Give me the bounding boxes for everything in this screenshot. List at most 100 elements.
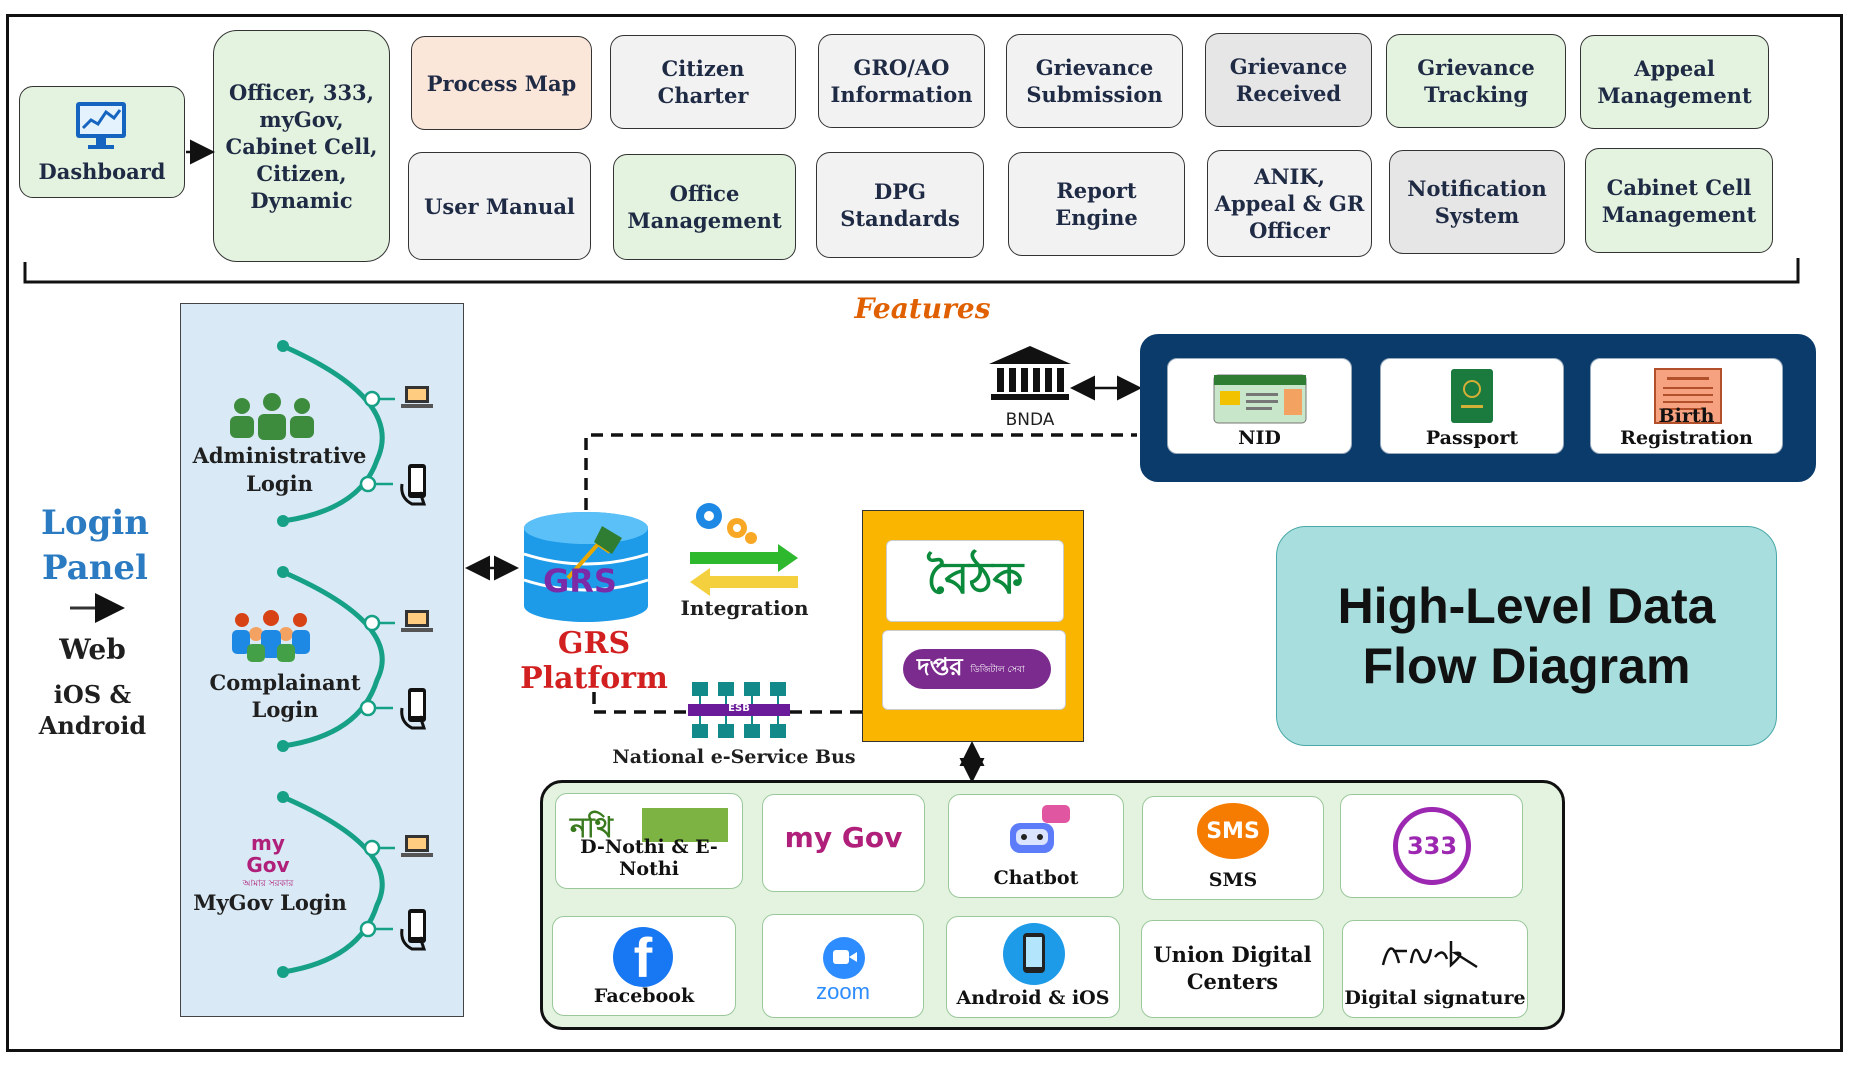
feature-label: GRO/AO Information xyxy=(830,55,973,107)
dnothi-logo: নথি xyxy=(570,806,730,844)
channel-label: Union Digital Centers xyxy=(1153,942,1312,994)
service-label: Birth Registration xyxy=(1620,405,1753,449)
channel-android-ios[interactable]: Android & iOS xyxy=(946,916,1120,1018)
login-panel-title-2: Panel xyxy=(42,548,148,588)
doptor-logo: দপ্তর ডিজিটাল সেবা xyxy=(903,649,1051,689)
channel-digital-signature[interactable]: Digital signature xyxy=(1342,920,1528,1018)
feature-appeal-management[interactable]: Appeal Management xyxy=(1580,35,1769,129)
esb-logo-text: ESB xyxy=(728,703,750,714)
login-panel-ios: iOS & xyxy=(53,680,132,709)
login-panel-web: Web xyxy=(59,633,126,666)
channel-label: Chatbot xyxy=(993,867,1079,889)
grs-platform-label[interactable]: GRS Platform xyxy=(520,626,668,696)
feature-label: Citizen Charter xyxy=(657,56,749,108)
feature-user-manual[interactable]: User Manual xyxy=(408,152,591,260)
gears-icon xyxy=(687,494,761,552)
mygov-login-label[interactable]: MyGov Login xyxy=(193,890,347,915)
complainant-group-icon xyxy=(228,608,314,666)
mygov-logo: my Gov আমার সরকার xyxy=(242,831,294,889)
channel-facebook[interactable]: f Facebook xyxy=(552,916,736,1016)
phone-icon xyxy=(1003,923,1065,985)
mygov-logo: my Gov xyxy=(784,821,903,854)
features-label: Features xyxy=(854,292,991,325)
feature-office-management[interactable]: Office Management xyxy=(613,154,796,260)
channel-label: Android & iOS xyxy=(956,987,1110,1009)
feature-cabinet-cell-management[interactable]: Cabinet Cell Management xyxy=(1585,148,1773,253)
birth-certificate-icon xyxy=(1654,368,1722,424)
phone-hand-icon xyxy=(398,462,434,510)
feature-grievance-received[interactable]: Grievance Received xyxy=(1205,33,1372,127)
login-panel-android: Android xyxy=(38,711,147,740)
diagram-title-box: High-Level Data Flow Diagram xyxy=(1276,526,1777,746)
doptor-card[interactable]: দপ্তর ডিজিটাল সেবা xyxy=(882,630,1066,710)
laptop-icon xyxy=(400,833,434,865)
diagram-title-line2: Flow Diagram xyxy=(1362,638,1691,694)
birth-registration-card[interactable]: Birth Registration xyxy=(1590,358,1783,454)
dashboard-icon xyxy=(74,100,128,152)
integration-arrows-icon xyxy=(686,540,802,600)
feature-notification-system[interactable]: Notification System xyxy=(1389,150,1565,254)
features-bracket xyxy=(23,258,1800,284)
channel-333[interactable]: 333 xyxy=(1340,794,1523,898)
complainant-login-label-1[interactable]: Complainant xyxy=(209,670,361,695)
passport-icon xyxy=(1451,369,1493,423)
grs-bnda-dashed-line xyxy=(584,433,1137,510)
feature-label: Grievance Received xyxy=(1229,54,1348,106)
sms-logo: SMS xyxy=(1197,803,1269,859)
diagram-title-line1: High-Level Data xyxy=(1337,578,1716,634)
feature-grievance-tracking[interactable]: Grievance Tracking xyxy=(1386,34,1566,128)
feature-label: Dashboard xyxy=(38,159,166,184)
feature-citizen-charter[interactable]: Citizen Charter xyxy=(610,35,796,129)
feature-label: ANIK, Appeal & GR Officer xyxy=(1214,164,1365,243)
zoom-logo-text: zoom xyxy=(816,979,870,1004)
diagram-frame xyxy=(6,14,1843,1052)
zoom-icon xyxy=(823,937,865,979)
service-label: NID xyxy=(1238,427,1281,449)
feature-label: Officer, 333, myGov, Cabinet Cell, Citiz… xyxy=(225,79,378,213)
admin-login-label-1[interactable]: Administrative xyxy=(192,443,367,468)
phone-hand-icon xyxy=(398,686,434,734)
complainant-login-label-2[interactable]: Login xyxy=(251,697,319,722)
feature-officer-roles[interactable]: Officer, 333, myGov, Cabinet Cell, Citiz… xyxy=(213,30,390,262)
channel-label: SMS xyxy=(1208,869,1258,891)
feature-report-engine[interactable]: Report Engine xyxy=(1008,152,1185,256)
feature-label: Appeal Management xyxy=(1597,56,1752,108)
channel-zoom[interactable]: zoom xyxy=(762,914,924,1018)
nid-card[interactable]: NID xyxy=(1167,358,1352,454)
feature-label: Cabinet Cell Management xyxy=(1601,174,1757,227)
passport-card[interactable]: Passport xyxy=(1380,358,1564,454)
feature-process-map[interactable]: Process Map xyxy=(411,36,592,130)
laptop-icon xyxy=(400,608,434,640)
arc-mygov xyxy=(282,794,385,975)
admin-login-label-2[interactable]: Login xyxy=(246,471,313,496)
bnda-building-icon xyxy=(987,344,1073,408)
channel-label: D-Nothi & E-Nothi xyxy=(580,836,718,880)
login-panel xyxy=(180,303,464,1017)
baithok-card[interactable]: বৈঠক xyxy=(886,540,1064,622)
bnda-label: BNDA xyxy=(1005,410,1055,430)
feature-label: DPG Standards xyxy=(840,179,960,231)
arc-complainant xyxy=(282,569,385,749)
feature-label: User Manual xyxy=(424,193,575,219)
arc-admin xyxy=(281,343,385,524)
baithok-logo: বৈঠক xyxy=(926,552,1024,604)
channel-label: Digital signature xyxy=(1344,987,1526,1009)
channel-mygov[interactable]: my Gov xyxy=(762,794,925,892)
feature-label: Notification System xyxy=(1407,176,1547,228)
feature-gro-ao-information[interactable]: GRO/AO Information xyxy=(818,34,985,128)
feature-label: Process Map xyxy=(426,70,577,96)
feature-anik-appeal-gr[interactable]: ANIK, Appeal & GR Officer xyxy=(1207,150,1372,257)
channel-chatbot[interactable]: Chatbot xyxy=(948,794,1124,898)
grs-database-icon xyxy=(518,508,654,630)
channel-dnothi[interactable]: নথি D-Nothi & E-Nothi xyxy=(555,793,743,889)
feature-dpg-standards[interactable]: DPG Standards xyxy=(816,152,984,258)
feature-label: Report Engine xyxy=(1055,178,1138,230)
channel-sms[interactable]: SMS SMS xyxy=(1142,796,1324,900)
esb-label: National e-Service Bus xyxy=(612,746,856,768)
esb-icon xyxy=(688,680,790,744)
grs-esb-dashed-line xyxy=(592,672,688,714)
channel-union-digital-centers[interactable]: Union Digital Centers xyxy=(1141,920,1324,1018)
feature-grievance-submission[interactable]: Grievance Submission xyxy=(1006,34,1183,128)
